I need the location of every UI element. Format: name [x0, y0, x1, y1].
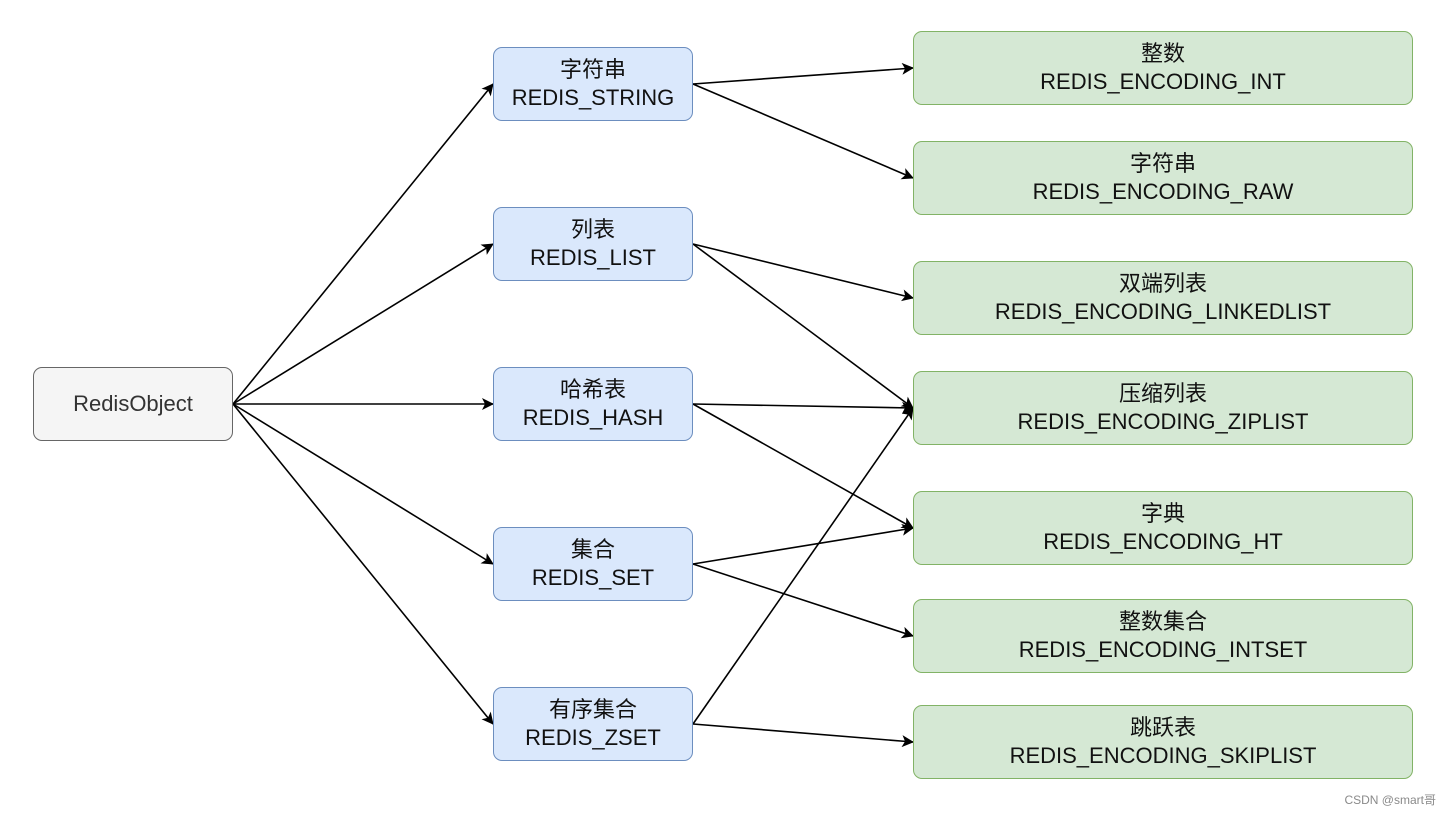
node-code: REDIS_ENCODING_RAW	[1032, 179, 1294, 204]
node-title: 字典	[1140, 501, 1185, 526]
node-title: 整数	[1140, 41, 1185, 66]
node-title: 双端列表	[1118, 271, 1207, 296]
node-code: REDIS_ENCODING_INTSET	[1018, 637, 1308, 662]
edge-hash-to-ht	[692, 403, 914, 529]
node-redis-zset[interactable]: 有序集合 REDIS_ZSET	[493, 687, 693, 761]
edge-root-to-zset	[232, 403, 494, 725]
node-title: 字符串	[559, 57, 626, 82]
edge-list-to-ziplist	[692, 243, 914, 409]
node-code: REDIS_SET	[531, 565, 655, 590]
watermark: CSDN @smart哥	[1344, 793, 1436, 807]
node-encoding-ziplist[interactable]: 压缩列表 REDIS_ENCODING_ZIPLIST	[913, 371, 1413, 445]
edge-set-to-ht	[692, 523, 914, 565]
node-redisobject[interactable]: RedisObject	[33, 367, 233, 441]
edge-zset-to-skiplist	[692, 723, 914, 748]
node-code: REDIS_ENCODING_INT	[1040, 69, 1286, 94]
edge-zset-to-ziplist	[692, 407, 914, 725]
node-title: 有序集合	[548, 697, 637, 722]
node-encoding-ht[interactable]: 字典 REDIS_ENCODING_HT	[913, 491, 1413, 565]
node-title: 哈希表	[559, 377, 626, 402]
node-redis-set[interactable]: 集合 REDIS_SET	[493, 527, 693, 601]
node-code: REDIS_ENCODING_SKIPLIST	[1009, 743, 1317, 768]
node-title: 整数集合	[1118, 609, 1207, 634]
node-code: REDIS_STRING	[511, 85, 675, 110]
node-encoding-int[interactable]: 整数 REDIS_ENCODING_INT	[913, 31, 1413, 105]
edge-hash-to-ziplist	[692, 401, 914, 414]
node-title: 列表	[570, 217, 615, 242]
node-title: 跳跃表	[1129, 715, 1196, 740]
node-code: REDIS_ENCODING_HT	[1043, 529, 1283, 554]
node-title: 压缩列表	[1118, 381, 1207, 406]
edge-list-to-linkedlist	[692, 243, 914, 302]
node-encoding-skiplist[interactable]: 跳跃表 REDIS_ENCODING_SKIPLIST	[913, 705, 1413, 779]
edge-root-to-list	[232, 243, 494, 405]
node-redis-list[interactable]: 列表 REDIS_LIST	[493, 207, 693, 281]
node-encoding-raw[interactable]: 字符串 REDIS_ENCODING_RAW	[913, 141, 1413, 215]
node-code: REDIS_ENCODING_LINKEDLIST	[994, 299, 1332, 324]
edge-root-to-set	[232, 403, 494, 565]
node-redis-string[interactable]: 字符串 REDIS_STRING	[493, 47, 693, 121]
node-encoding-intset[interactable]: 整数集合 REDIS_ENCODING_INTSET	[913, 599, 1413, 673]
node-code: REDIS_LIST	[530, 245, 656, 270]
node-redis-hash[interactable]: 哈希表 REDIS_HASH	[493, 367, 693, 441]
node-label: RedisObject	[73, 391, 193, 416]
edge-string-to-raw	[692, 83, 914, 180]
edge-root-to-string	[232, 83, 494, 405]
node-encoding-linkedlist[interactable]: 双端列表 REDIS_ENCODING_LINKEDLIST	[913, 261, 1413, 335]
node-code: REDIS_ZSET	[525, 725, 661, 750]
node-code: REDIS_HASH	[522, 405, 664, 430]
node-code: REDIS_ENCODING_ZIPLIST	[1017, 409, 1309, 434]
edge-set-to-intset	[692, 563, 914, 639]
node-title: 字符串	[1129, 151, 1196, 176]
node-title: 集合	[570, 537, 615, 562]
edge-string-to-int	[692, 62, 914, 85]
